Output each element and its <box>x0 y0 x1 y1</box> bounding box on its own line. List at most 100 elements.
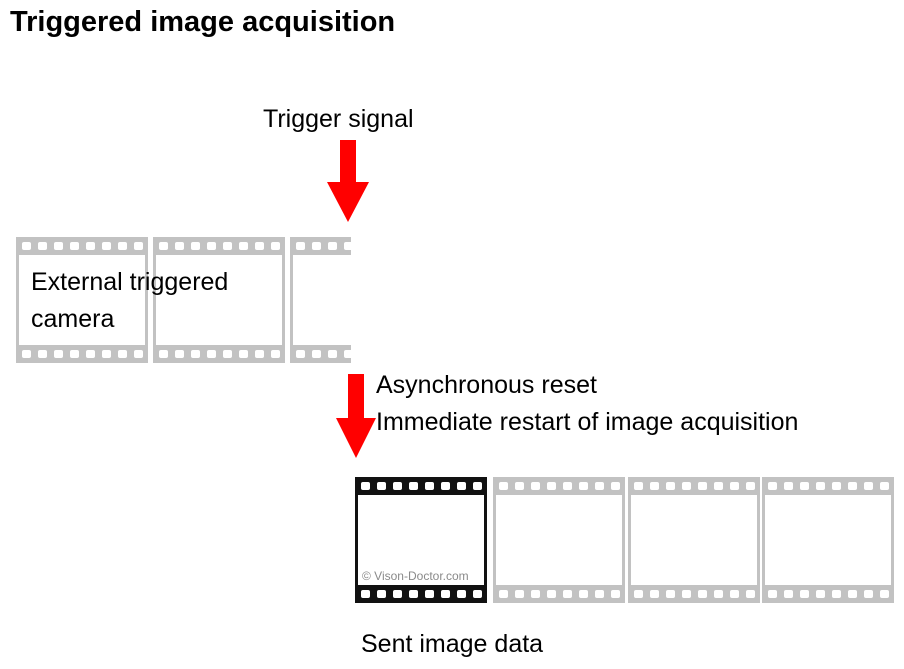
film-perforation-strip <box>290 345 351 363</box>
film-perforation-hole <box>768 590 777 598</box>
film-perforation-hole <box>864 590 873 598</box>
film-perforation-strip <box>153 345 285 363</box>
film-perforation-hole <box>800 590 809 598</box>
sent-frame <box>628 477 760 603</box>
film-perforation-hole <box>634 590 643 598</box>
film-perforation-hole <box>531 590 540 598</box>
film-perforation-hole <box>848 482 857 490</box>
film-perforation-hole <box>682 482 691 490</box>
film-perforation-hole <box>191 242 200 250</box>
film-perforation-strip <box>290 237 351 255</box>
film-perforation-hole <box>393 482 402 490</box>
film-perforation-strip <box>628 477 760 495</box>
film-perforation-hole <box>271 242 280 250</box>
film-perforation-hole <box>361 590 370 598</box>
film-perforation-strip <box>762 477 894 495</box>
film-perforation-hole <box>816 590 825 598</box>
film-perforation-hole <box>499 482 508 490</box>
film-perforation-hole <box>255 350 264 358</box>
camera-frame <box>16 237 148 363</box>
film-perforation-hole <box>611 590 620 598</box>
film-frame-window: © Vison-Doctor.com <box>358 495 484 585</box>
film-frame-window <box>293 255 351 345</box>
diagram-title: Triggered image acquisition <box>10 6 396 38</box>
film-perforation-hole <box>70 350 79 358</box>
film-perforation-hole <box>38 242 47 250</box>
film-perforation-hole <box>312 350 321 358</box>
sent-frame <box>762 477 894 603</box>
film-perforation-hole <box>70 242 79 250</box>
film-perforation-hole <box>22 242 31 250</box>
film-perforation-hole <box>54 242 63 250</box>
film-perforation-hole <box>328 242 337 250</box>
film-perforation-hole <box>296 350 305 358</box>
film-perforation-hole <box>255 242 264 250</box>
film-perforation-hole <box>425 482 434 490</box>
film-perforation-hole <box>515 590 524 598</box>
film-perforation-hole <box>666 590 675 598</box>
camera-frame-partial <box>290 237 351 363</box>
film-perforation-hole <box>223 242 232 250</box>
film-perforation-hole <box>579 482 588 490</box>
film-perforation-hole <box>784 590 793 598</box>
film-perforation-strip <box>628 585 760 603</box>
watermark: © Vison-Doctor.com <box>362 569 469 583</box>
film-perforation-hole <box>666 482 675 490</box>
film-perforation-hole <box>223 350 232 358</box>
film-perforation-hole <box>547 590 556 598</box>
camera-label-line2: camera <box>31 305 115 333</box>
film-perforation-strip <box>16 237 148 255</box>
film-perforation-hole <box>473 590 482 598</box>
film-perforation-hole <box>698 482 707 490</box>
film-perforation-strip <box>153 237 285 255</box>
film-perforation-hole <box>816 482 825 490</box>
film-perforation-hole <box>409 482 418 490</box>
film-frame-window <box>631 495 757 585</box>
film-perforation-hole <box>102 350 111 358</box>
film-frame-window <box>19 255 145 345</box>
film-perforation-hole <box>473 482 482 490</box>
film-perforation-hole <box>86 242 95 250</box>
film-perforation-hole <box>832 482 841 490</box>
sent-frame-highlighted: © Vison-Doctor.com <box>355 477 487 603</box>
film-perforation-hole <box>134 242 143 250</box>
reset-arrow-icon <box>336 374 376 458</box>
film-perforation-hole <box>650 590 659 598</box>
film-perforation-hole <box>515 482 524 490</box>
film-perforation-hole <box>377 590 386 598</box>
film-perforation-hole <box>730 590 739 598</box>
film-perforation-hole <box>361 482 370 490</box>
film-perforation-hole <box>328 350 337 358</box>
film-perforation-hole <box>239 242 248 250</box>
film-perforation-hole <box>611 482 620 490</box>
film-frame-window <box>156 255 282 345</box>
film-perforation-hole <box>746 590 755 598</box>
film-perforation-hole <box>579 590 588 598</box>
film-perforation-hole <box>191 350 200 358</box>
film-perforation-hole <box>118 350 127 358</box>
film-perforation-hole <box>714 482 723 490</box>
film-perforation-hole <box>880 482 889 490</box>
film-perforation-hole <box>832 590 841 598</box>
film-perforation-hole <box>768 482 777 490</box>
film-perforation-hole <box>698 590 707 598</box>
film-perforation-hole <box>175 242 184 250</box>
film-perforation-hole <box>54 350 63 358</box>
film-perforation-hole <box>38 350 47 358</box>
camera-label-line1: External triggered <box>31 268 229 296</box>
film-perforation-hole <box>441 590 450 598</box>
trigger-arrow-icon <box>327 140 369 222</box>
film-perforation-hole <box>102 242 111 250</box>
film-perforation-hole <box>457 590 466 598</box>
sent-frame <box>493 477 625 603</box>
film-perforation-strip <box>493 477 625 495</box>
film-perforation-hole <box>344 350 351 358</box>
film-perforation-hole <box>118 242 127 250</box>
film-perforation-hole <box>207 350 216 358</box>
film-perforation-hole <box>344 242 351 250</box>
film-frame-window <box>496 495 622 585</box>
film-perforation-hole <box>800 482 809 490</box>
film-perforation-hole <box>784 482 793 490</box>
film-perforation-strip <box>355 477 487 495</box>
film-perforation-hole <box>377 482 386 490</box>
